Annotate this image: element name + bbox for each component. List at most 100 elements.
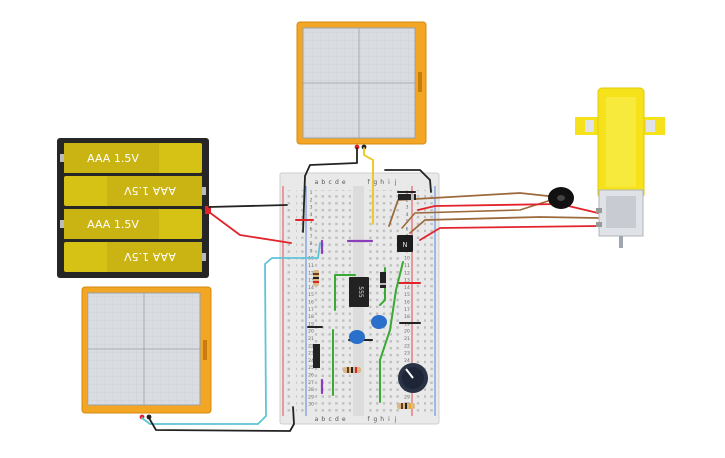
row-number: 15 [308, 292, 314, 298]
column-letter: h [380, 416, 384, 423]
row-number: 20 [308, 329, 314, 335]
row-number: 2 [310, 197, 313, 203]
row-number: 15 [404, 292, 410, 298]
row-number: 13 [404, 278, 410, 284]
row-number: 14 [308, 285, 314, 291]
ic-label: 555 [357, 286, 364, 298]
row-number: 11 [404, 263, 410, 269]
wire-battery-positive[interactable] [208, 211, 292, 244]
resistor-3[interactable] [397, 403, 415, 409]
transistor-n[interactable]: N [397, 235, 413, 252]
battery-cell: AAA 1.5V [60, 143, 202, 173]
row-number: 1 [310, 190, 313, 196]
wire-buzzer-1[interactable] [388, 192, 549, 227]
wire-motor-red-2[interactable] [419, 225, 599, 241]
row-number: 10 [404, 256, 410, 262]
battery-cell: AAA 1.5V [64, 242, 206, 272]
wire-rail-top-right[interactable] [384, 169, 432, 193]
row-number: 24 [308, 358, 314, 364]
column-letter: d [335, 416, 339, 423]
wire-green-1[interactable] [334, 274, 356, 311]
potentiometer[interactable] [398, 363, 428, 393]
scope-bottom-probe-black[interactable] [146, 414, 152, 420]
battery-cell: AAA 1.5V [60, 209, 202, 239]
scope-top-probe-black[interactable] [361, 144, 367, 150]
oscilloscope-top[interactable] [296, 21, 427, 150]
row-number: 12 [308, 270, 314, 276]
row-number: 29 [308, 394, 314, 400]
wire-motor-red-1[interactable] [417, 203, 599, 214]
wire-buzzer-2[interactable] [401, 200, 549, 229]
column-letter: g [373, 179, 377, 186]
wire-scope-top-ground[interactable] [302, 147, 358, 233]
battery-cell-label: AAA 1.5V [87, 152, 139, 165]
battery-pack[interactable]: AAA 1.5V AAA 1.5V AAA 1.5V AAA 1.5V [57, 138, 211, 278]
row-number: 4 [310, 212, 313, 218]
wire-scope-top-signal[interactable] [363, 147, 374, 225]
column-letter: b [321, 416, 325, 423]
wire-green-3[interactable] [379, 261, 404, 403]
resistor-2[interactable] [343, 367, 361, 373]
row-number: 20 [404, 329, 410, 335]
buzzer[interactable] [548, 187, 574, 209]
row-number: 18 [308, 314, 314, 320]
row-number: 17 [308, 307, 314, 313]
row-number: 3 [406, 205, 409, 211]
scope-top-probe-red[interactable] [354, 144, 360, 150]
diode-2[interactable] [380, 272, 386, 288]
row-number: 19 [404, 321, 410, 327]
column-letter: j [394, 179, 397, 186]
column-letter: a [315, 179, 319, 186]
ic-555[interactable]: 555 [349, 277, 369, 307]
capacitor-1[interactable] [371, 315, 387, 329]
row-number: 23 [308, 351, 314, 357]
column-letter: e [342, 179, 346, 186]
column-letter: c [328, 416, 331, 423]
row-number: 9 [310, 248, 313, 254]
wire-scope-bottom-ground[interactable] [148, 406, 295, 432]
row-number: 21 [404, 336, 410, 342]
wire-battery-negative[interactable] [208, 204, 288, 208]
row-number: 29 [404, 394, 410, 400]
row-number: 5 [310, 219, 313, 225]
row-number: 13 [308, 278, 314, 284]
row-number: 8 [310, 241, 313, 247]
row-number: 14 [404, 285, 410, 291]
diode[interactable] [398, 194, 416, 200]
row-number: 4 [406, 212, 409, 218]
oscilloscope-bottom[interactable] [81, 286, 212, 420]
column-letter: a [315, 416, 319, 423]
dc-motor[interactable] [575, 87, 665, 248]
row-number: 6 [310, 227, 313, 233]
row-number: 22 [404, 343, 410, 349]
resistor-1[interactable] [313, 270, 319, 286]
column-letter: i [388, 416, 390, 423]
slide-switch[interactable] [313, 344, 320, 368]
row-number: 26 [308, 373, 314, 379]
column-letter: c [328, 179, 331, 186]
battery-cell-label: AAA 1.5V [87, 218, 139, 231]
row-number: 23 [404, 351, 410, 357]
row-number: 21 [308, 336, 314, 342]
row-number: 12 [404, 270, 410, 276]
column-letter: f [367, 416, 370, 423]
battery-cell-label: AAA 1.5V [124, 184, 176, 197]
row-number: 18 [404, 314, 410, 320]
column-letter: g [373, 416, 377, 423]
column-letter: b [321, 179, 325, 186]
row-number: 22 [308, 343, 314, 349]
column-letter: j [394, 416, 397, 423]
column-letter: f [367, 179, 370, 186]
row-number: 16 [308, 300, 314, 306]
row-number: 7 [310, 234, 313, 240]
column-letter: e [342, 416, 346, 423]
row-number: 6 [406, 227, 409, 233]
row-number: 28 [308, 387, 314, 393]
capacitor-2[interactable] [349, 330, 365, 344]
battery-cell-label: AAA 1.5V [124, 250, 176, 263]
column-letter: h [380, 179, 384, 186]
wire-scope-bottom-signal[interactable] [141, 242, 321, 425]
wire-motor-brown[interactable] [409, 216, 599, 234]
